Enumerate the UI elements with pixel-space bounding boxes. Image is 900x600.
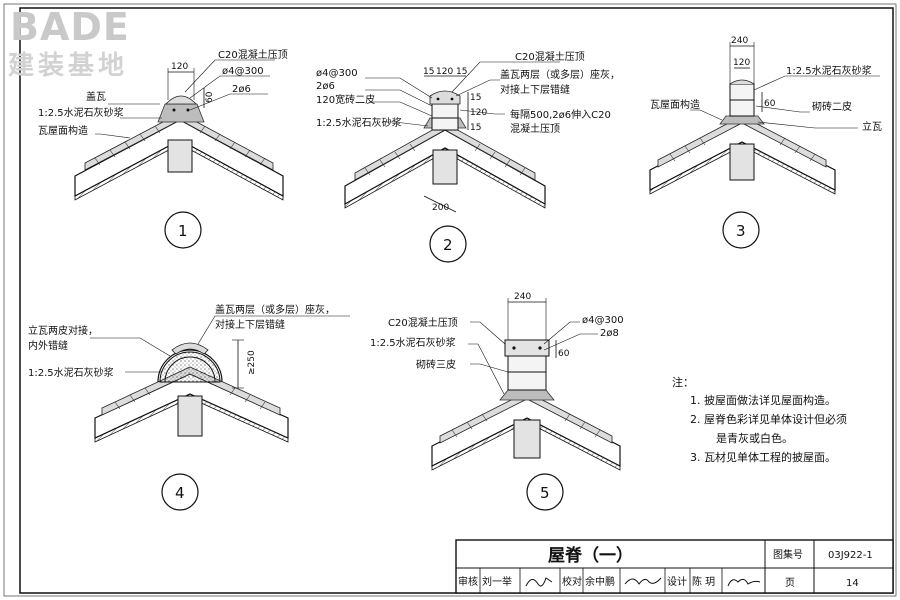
ridge-detail-1: 120 60 C20混凝土压顶 ø4@300 2ø6 盖瓦 1:2.5水泥石灰砂… bbox=[38, 48, 288, 249]
dim-1-width: 120 bbox=[171, 62, 188, 72]
dim-3-inner: 120 bbox=[733, 58, 750, 68]
reviewer-name: 刘一举 bbox=[482, 575, 512, 588]
ridge-detail-2: 15 120 15 15 120 15 200 C20混凝土压顶 盖瓦两层（或多… bbox=[316, 50, 620, 263]
detail-number-1: 1 bbox=[178, 222, 188, 240]
page-label: 页 bbox=[785, 577, 795, 589]
outer-border bbox=[3, 3, 897, 597]
label-1-concrete-cap: C20混凝土压顶 bbox=[218, 48, 288, 61]
ridge-detail-4: ≥250 盖瓦两层（或多层）座灰， 对接上下层错缝 立瓦两皮对接， 内外错缝 1… bbox=[28, 303, 350, 511]
checker-name: 余中鹏 bbox=[585, 575, 615, 588]
dim-5-height: 60 bbox=[558, 349, 570, 359]
watermark-chinese: 建装基地 bbox=[8, 51, 128, 81]
dim-1-height: 60 bbox=[205, 91, 215, 103]
notes-heading: 注： bbox=[672, 375, 694, 389]
page-number: 14 bbox=[846, 578, 859, 589]
label-1-rebar: ø4@300 bbox=[222, 66, 264, 77]
label-4-double-tile: 盖瓦两层（或多层）座灰， bbox=[215, 303, 335, 316]
dim-3-width: 240 bbox=[731, 36, 748, 46]
atlas-label: 图集号 bbox=[773, 548, 803, 561]
label-2-rebar: ø4@300 bbox=[316, 68, 358, 79]
dim-2-e: 120 bbox=[470, 108, 487, 118]
label-2-anchor-cap: 混凝土压顶 bbox=[510, 122, 560, 135]
checker-signature bbox=[624, 577, 662, 585]
label-3-mortar: 1:2.5水泥石灰砂浆 bbox=[786, 64, 872, 77]
reviewer-signature bbox=[525, 577, 553, 587]
check-label: 校对 bbox=[562, 575, 582, 588]
label-1-roof-build: 瓦屋面构造 bbox=[38, 124, 88, 137]
note-2-cont: 是青灰或白色。 bbox=[716, 431, 793, 445]
dim-2-f: 15 bbox=[470, 123, 481, 133]
watermark-brand: BADE bbox=[10, 5, 130, 49]
label-5-concrete-cap: C20混凝土压顶 bbox=[388, 316, 458, 329]
dim-2-d: 15 bbox=[470, 93, 481, 103]
label-5-mortar: 1:2.5水泥石灰砂浆 bbox=[370, 336, 456, 349]
detail-number-4: 4 bbox=[175, 484, 185, 502]
designer-signature bbox=[727, 578, 761, 587]
note-3: 3. 瓦材见单体工程的披屋面。 bbox=[690, 450, 836, 464]
label-5-brick: 砌砖三皮 bbox=[416, 358, 456, 371]
design-label: 设计 bbox=[667, 575, 687, 588]
dim-4-height: ≥250 bbox=[247, 350, 257, 375]
label-2-concrete-cap: C20混凝土压顶 bbox=[515, 50, 585, 63]
label-1-mortar: 1:2.5水泥石灰砂浆 bbox=[38, 106, 124, 119]
title-block: 屋脊（一） 图集号 03J922-1 页 14 审核 刘一举 校对 余中鹏 设计… bbox=[455, 539, 894, 594]
note-2: 2. 屋脊色彩详见单体设计但必须 bbox=[690, 412, 847, 426]
label-5-rebar: ø4@300 bbox=[582, 315, 624, 326]
label-4-stagger: 内外错缝 bbox=[28, 339, 68, 352]
dim-2-width: 200 bbox=[432, 203, 449, 213]
label-3-roof-build: 瓦屋面构造 bbox=[650, 98, 700, 111]
label-2-bar: 2ø6 bbox=[316, 81, 335, 92]
detail-number-2: 2 bbox=[443, 236, 453, 254]
dim-2-a: 15 bbox=[423, 67, 434, 77]
dim-2-c: 15 bbox=[456, 67, 467, 77]
label-3-brick: 砌砖二皮 bbox=[812, 100, 852, 113]
ridge-detail-3: 240 120 60 1:2.5水泥石灰砂浆 瓦屋面构造 砌砖二皮 立瓦 3 bbox=[649, 36, 882, 249]
dim-3-height: 60 bbox=[764, 99, 776, 109]
label-2-mortar: 1:2.5水泥石灰砂浆 bbox=[316, 116, 402, 129]
review-label: 审核 bbox=[458, 575, 478, 588]
atlas-number: 03J922-1 bbox=[828, 550, 873, 561]
label-4-offset: 对接上下层错缝 bbox=[215, 318, 285, 331]
label-5-bar: 2ø8 bbox=[600, 328, 619, 339]
note-1: 1. 披屋面做法详见屋面构造。 bbox=[690, 393, 836, 407]
drawing-title: 屋脊（一） bbox=[548, 545, 633, 566]
label-3-stand-tile: 立瓦 bbox=[862, 120, 882, 133]
dim-2-b: 120 bbox=[436, 67, 453, 77]
designer-name: 陈 玥 bbox=[692, 575, 715, 588]
label-1-cap-tile: 盖瓦 bbox=[86, 90, 106, 103]
label-4-mortar: 1:2.5水泥石灰砂浆 bbox=[28, 366, 114, 379]
label-2-anchor: 每隔500,2ø6伸入C20 bbox=[510, 108, 611, 121]
label-1-bar: 2ø6 bbox=[232, 84, 251, 95]
watermark-logo: BADE 建装基地 bbox=[8, 5, 130, 81]
ridge-detail-5: 240 60 C20混凝土压顶 ø4@300 2ø8 1:2.5水泥石灰砂浆 砌… bbox=[370, 292, 624, 511]
label-2-offset: 对接上下层错缝 bbox=[500, 83, 570, 96]
detail-number-5: 5 bbox=[540, 484, 550, 502]
notes-block: 注： 1. 披屋面做法详见屋面构造。 2. 屋脊色彩详见单体设计但必须 是青灰或… bbox=[672, 375, 847, 464]
dim-5-width: 240 bbox=[514, 292, 531, 302]
label-2-double-tile: 盖瓦两层（或多层）座灰， bbox=[500, 68, 620, 81]
detail-number-3: 3 bbox=[736, 222, 746, 240]
label-4-stand-tile: 立瓦两皮对接， bbox=[28, 324, 98, 337]
label-2-brick: 120宽砖二皮 bbox=[316, 93, 375, 106]
